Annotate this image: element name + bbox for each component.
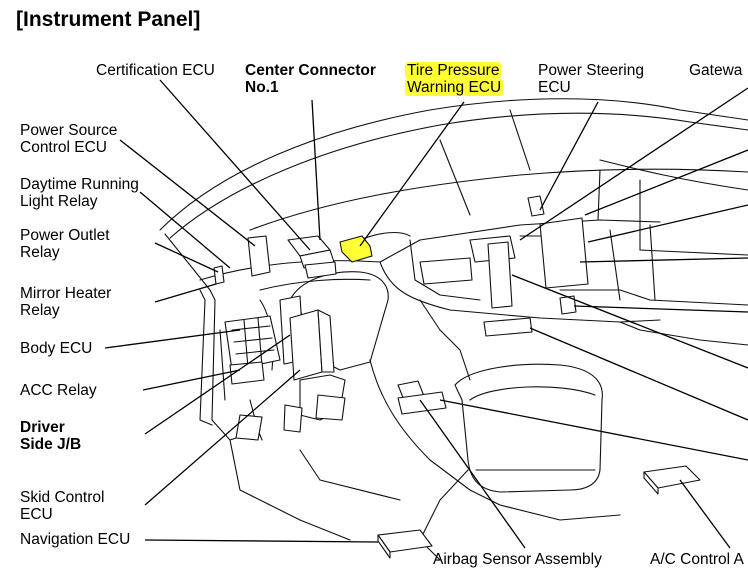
label-mirror-heater-line1: Mirror Heater	[20, 285, 112, 302]
label-center-connector-line1: Center Connector	[245, 62, 376, 79]
label-power-source-line2: Control ECU	[20, 139, 107, 156]
label-power-source-line1: Power Source	[20, 122, 118, 139]
label-mirror-heater-line2: Relay	[20, 302, 60, 319]
label-driver-side-line1: Driver	[20, 419, 65, 436]
highlight-tire-pressure-line2: Warning ECU	[405, 79, 504, 96]
label-tire-pressure-line1: Tire Pressure	[405, 62, 502, 79]
label-power-outlet-line2: Relay	[20, 244, 60, 261]
leader-lines	[104, 79, 748, 549]
label-power-steering-line2: ECU	[538, 79, 571, 96]
label-driver-side-line2: Side J/B	[20, 436, 82, 453]
label-center-connector-line2: No.1	[245, 79, 279, 96]
label-tire-pressure-line2: Warning ECU	[405, 79, 504, 96]
label-skid-control-line2: ECU	[20, 506, 53, 523]
label-skid-control-line1: Skid Control	[20, 489, 105, 506]
label-certification-ecu: Certification ECU	[96, 62, 215, 79]
label-ac-control: A/C Control A	[650, 551, 744, 568]
page-title: [Instrument Panel]	[16, 8, 201, 31]
components	[213, 195, 701, 559]
label-power-outlet-line1: Power Outlet	[20, 227, 110, 244]
label-daytime-running-line2: Light Relay	[20, 193, 98, 210]
label-acc-relay: ACC Relay	[20, 382, 97, 399]
highlight-tire-pressure-line1: Tire Pressure	[405, 62, 502, 79]
label-navigation-ecu: Navigation ECU	[20, 531, 131, 548]
label-daytime-running-line1: Daytime Running	[20, 176, 139, 193]
label-power-steering-line1: Power Steering	[538, 62, 644, 79]
label-airbag-sensor: Airbag Sensor Assembly	[433, 551, 602, 568]
dashboard-outline	[159, 98, 748, 561]
label-gateway: Gatewa	[689, 62, 743, 79]
label-body-ecu: Body ECU	[20, 340, 93, 357]
